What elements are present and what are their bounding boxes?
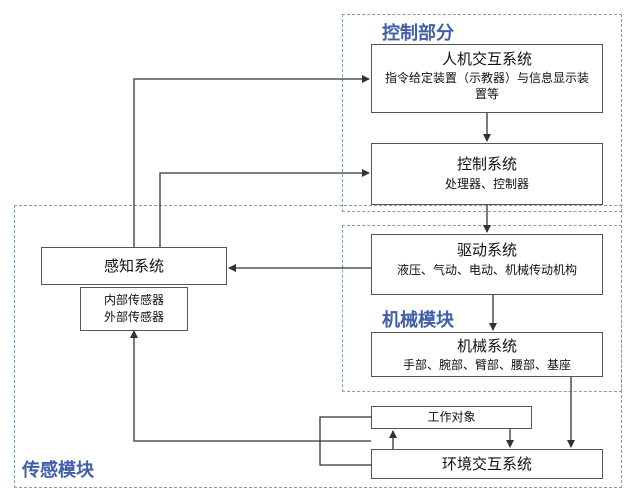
- hmi-title: 人机交互系统: [441, 50, 532, 68]
- mechanical-system-box: 机械系统 手部、腕部、臂部、腰部、基座: [371, 332, 603, 377]
- hmi-subtitle: 指令给定装置（示教器）与信息显示装置等: [384, 71, 589, 101]
- drive-system-box: 驱动系统 液压、气动、电动、机械传动机构: [371, 234, 603, 295]
- environment-interaction-title: 环境交互系统: [441, 455, 532, 473]
- mechanical-system-title: 机械系统: [456, 337, 517, 355]
- arrow-environment-to-sensors: [130, 330, 371, 442]
- control-region-label: 控制部分: [382, 23, 454, 44]
- external-sensor-label: 外部传感器: [103, 310, 164, 324]
- control-system-title: 控制系统: [456, 155, 517, 173]
- mechanical-system-subtitle: 手部、腕部、臂部、腰部、基座: [402, 358, 571, 372]
- arrow-perception-to-control: [159, 169, 370, 247]
- internal-sensor-label: 内部传感器: [103, 293, 164, 307]
- work-object-title: 工作对象: [427, 410, 476, 424]
- sensors-box: 内部传感器 外部传感器: [80, 287, 188, 331]
- control-system-subtitle: 处理器、控制器: [444, 177, 529, 191]
- arrow-perception-to-hmi: [133, 75, 370, 247]
- work-object-box: 工作对象: [371, 406, 532, 429]
- control-system-box: 控制系统 处理器、控制器: [371, 143, 603, 205]
- environment-interaction-box: 环境交互系统: [371, 449, 603, 479]
- sensing-region-label: 传感模块: [22, 460, 94, 481]
- drive-system-title: 驱动系统: [456, 241, 517, 259]
- perception-system-box: 感知系统: [41, 247, 227, 285]
- hmi-box: 人机交互系统 指令给定装置（示教器）与信息显示装置等: [371, 44, 603, 113]
- control-region: [342, 14, 622, 212]
- perception-system-title: 感知系统: [103, 257, 164, 275]
- loop-work-environment: [319, 416, 371, 466]
- drive-system-subtitle: 液压、气动、电动、机械传动机构: [396, 263, 577, 277]
- sensing-region: [14, 205, 622, 488]
- mechanical-region-label: 机械模块: [382, 310, 454, 331]
